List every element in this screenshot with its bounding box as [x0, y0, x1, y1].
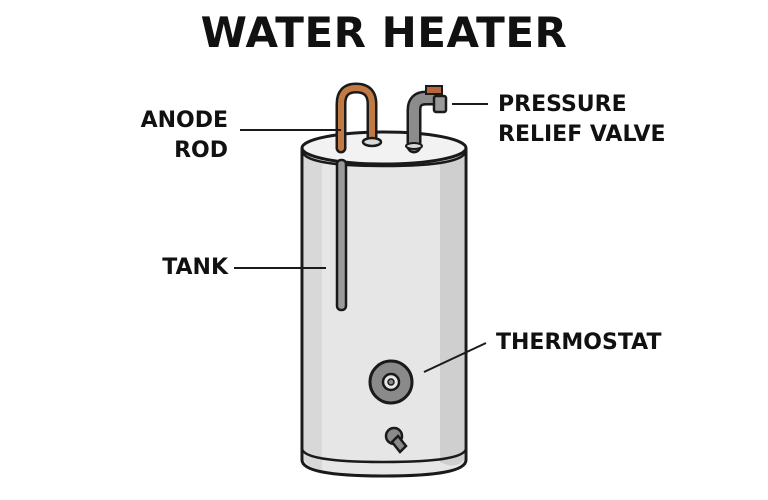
tank-label: TANK: [162, 255, 228, 280]
anode-rod-label-line2: ROD: [174, 138, 228, 163]
copper-pipe: [335, 82, 383, 154]
thermostat-label: THERMOSTAT: [496, 330, 662, 355]
thermostat-knob: [368, 359, 414, 405]
anode-rod: [335, 158, 348, 312]
pressure-relief-label-line1: PRESSURE: [498, 92, 627, 117]
drain-valve: [384, 426, 408, 454]
anode-rod-label-line1: ANODE: [140, 108, 228, 133]
diagram-title: WATER HEATER: [200, 8, 568, 57]
pressure-relief-valve: [405, 85, 448, 154]
pressure-relief-valve-label: PRESSURE RELIEF VALVE: [498, 90, 666, 150]
thermostat-leader-line: [423, 342, 487, 373]
anode-rod-label: ANODE ROD: [120, 106, 228, 166]
pressure-relief-label-line2: RELIEF VALVE: [498, 122, 666, 147]
tank-body: [300, 130, 468, 478]
